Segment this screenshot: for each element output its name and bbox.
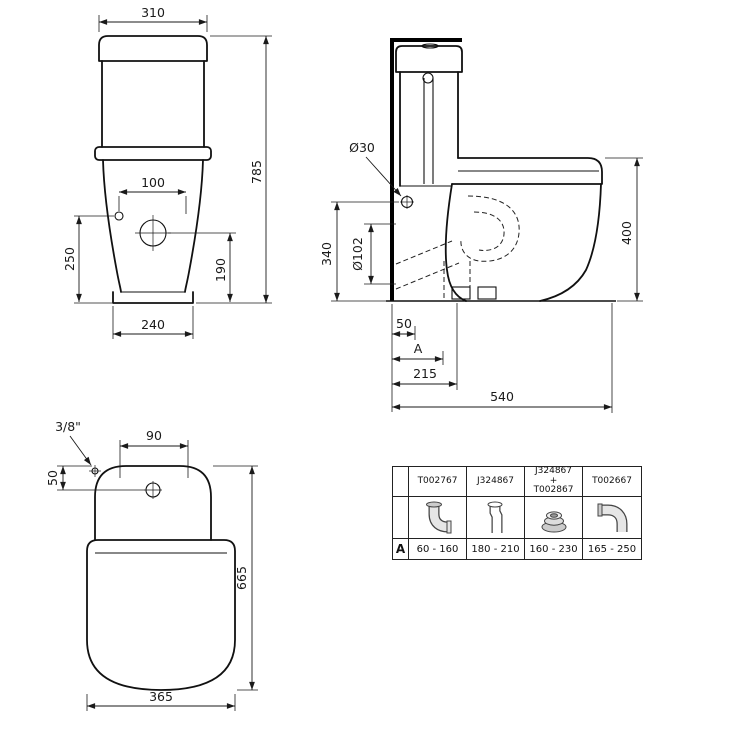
dim-front-base-width: 240 bbox=[112, 306, 194, 339]
dim-side-outlet-diameter: Ø102 bbox=[350, 223, 396, 285]
side-dim-d102: Ø102 bbox=[350, 237, 365, 271]
side-dim-340: 340 bbox=[319, 242, 334, 266]
dim-side-bottom-stack: 50 A 215 540 bbox=[391, 303, 613, 413]
dim-top-total-length: 665 bbox=[213, 465, 258, 691]
bowl-profile bbox=[444, 183, 602, 302]
cistern-base-shelf bbox=[94, 146, 212, 161]
cistern-side-lid bbox=[395, 45, 463, 73]
dim-side-inlet-diameter: Ø30 bbox=[349, 140, 402, 197]
front-dim-190: 190 bbox=[213, 258, 228, 282]
connector-cell-4 bbox=[583, 497, 641, 539]
top-dim-665: 665 bbox=[234, 566, 249, 590]
cistern-side-body bbox=[399, 71, 459, 187]
table-empty-cell bbox=[393, 467, 409, 497]
seat-top-outline bbox=[86, 539, 236, 691]
seat-cover-side bbox=[451, 157, 603, 185]
fixing-hole bbox=[114, 211, 124, 221]
base-fixing-block bbox=[451, 286, 471, 300]
side-dim-d30: Ø30 bbox=[349, 140, 375, 155]
straight-connector-icon bbox=[487, 501, 502, 533]
side-view: Ø30 340 Ø102 400 bbox=[319, 38, 643, 413]
range-col1: 60 - 160 bbox=[409, 539, 467, 559]
top-dim-365: 365 bbox=[149, 689, 173, 704]
range-col4: 165 - 250 bbox=[583, 539, 641, 559]
dim-front-drain-height: 190 bbox=[168, 232, 236, 302]
top-dim-90: 90 bbox=[146, 428, 162, 443]
dim-front-hole-to-floor: 250 bbox=[62, 215, 114, 304]
connector-cell-3 bbox=[525, 497, 583, 539]
side-dim-400: 400 bbox=[619, 221, 634, 245]
part-number-col3: J324867 + T002867 bbox=[525, 467, 583, 497]
bowl-outline bbox=[102, 159, 204, 293]
row-label-a: A bbox=[393, 539, 409, 559]
connector-cell-1 bbox=[409, 497, 467, 539]
top-dim-50: 50 bbox=[45, 470, 60, 486]
cistern-top-outline bbox=[94, 465, 212, 541]
front-view: 310 785 100 250 bbox=[62, 5, 272, 339]
part-number-col4: T002667 bbox=[583, 467, 641, 497]
top-dim-38: 3/8" bbox=[55, 419, 81, 434]
trap-hidden-line bbox=[460, 195, 520, 262]
table-empty-cell bbox=[393, 497, 409, 539]
side-dim-215: 215 bbox=[413, 366, 437, 381]
dim-front-hole-offset: 100 bbox=[118, 175, 187, 214]
pipe-elbow-icon bbox=[425, 501, 451, 533]
base-fixing-block bbox=[477, 286, 497, 300]
dim-top-inlet-depth: 50 bbox=[45, 465, 145, 491]
dim-side-rim-height: 400 bbox=[605, 157, 643, 302]
range-col3: 160 - 230 bbox=[525, 539, 583, 559]
seal-stack-icon bbox=[541, 510, 566, 532]
outlet-connector-table: T002767 J324867 J324867 + T002867 T00266… bbox=[392, 466, 642, 560]
cistern-body bbox=[101, 60, 205, 148]
rear-outlet-hidden bbox=[395, 240, 453, 265]
bend-connector-icon bbox=[597, 503, 628, 532]
connector-cell-2 bbox=[467, 497, 525, 539]
part-number-col1: T002767 bbox=[409, 467, 467, 497]
dim-top-hole-spacing: 90 bbox=[119, 428, 189, 478]
dim-side-inlet-height: 340 bbox=[319, 201, 399, 302]
dim-top-seat-width: 365 bbox=[86, 689, 236, 711]
top-view: 3/8" 90 50 665 bbox=[45, 419, 258, 711]
part-number-col2: J324867 bbox=[467, 467, 525, 497]
dim-top-inlet-thread: 3/8" bbox=[55, 419, 92, 466]
dim-front-total-height: 785 bbox=[196, 35, 272, 304]
range-col2: 180 - 210 bbox=[467, 539, 525, 559]
cistern-lid bbox=[98, 35, 208, 62]
front-dim-310: 310 bbox=[141, 5, 165, 20]
front-dim-250: 250 bbox=[62, 247, 77, 271]
front-dim-100: 100 bbox=[141, 175, 165, 190]
front-dim-240: 240 bbox=[141, 317, 165, 332]
flush-button bbox=[421, 43, 439, 49]
dim-front-top-width: 310 bbox=[98, 5, 208, 32]
pedestal-base bbox=[112, 291, 194, 304]
side-dim-540: 540 bbox=[490, 389, 514, 404]
front-dim-785: 785 bbox=[249, 160, 264, 184]
side-dim-a: A bbox=[414, 341, 423, 356]
wall-line bbox=[390, 38, 462, 301]
side-dim-50: 50 bbox=[396, 316, 412, 331]
